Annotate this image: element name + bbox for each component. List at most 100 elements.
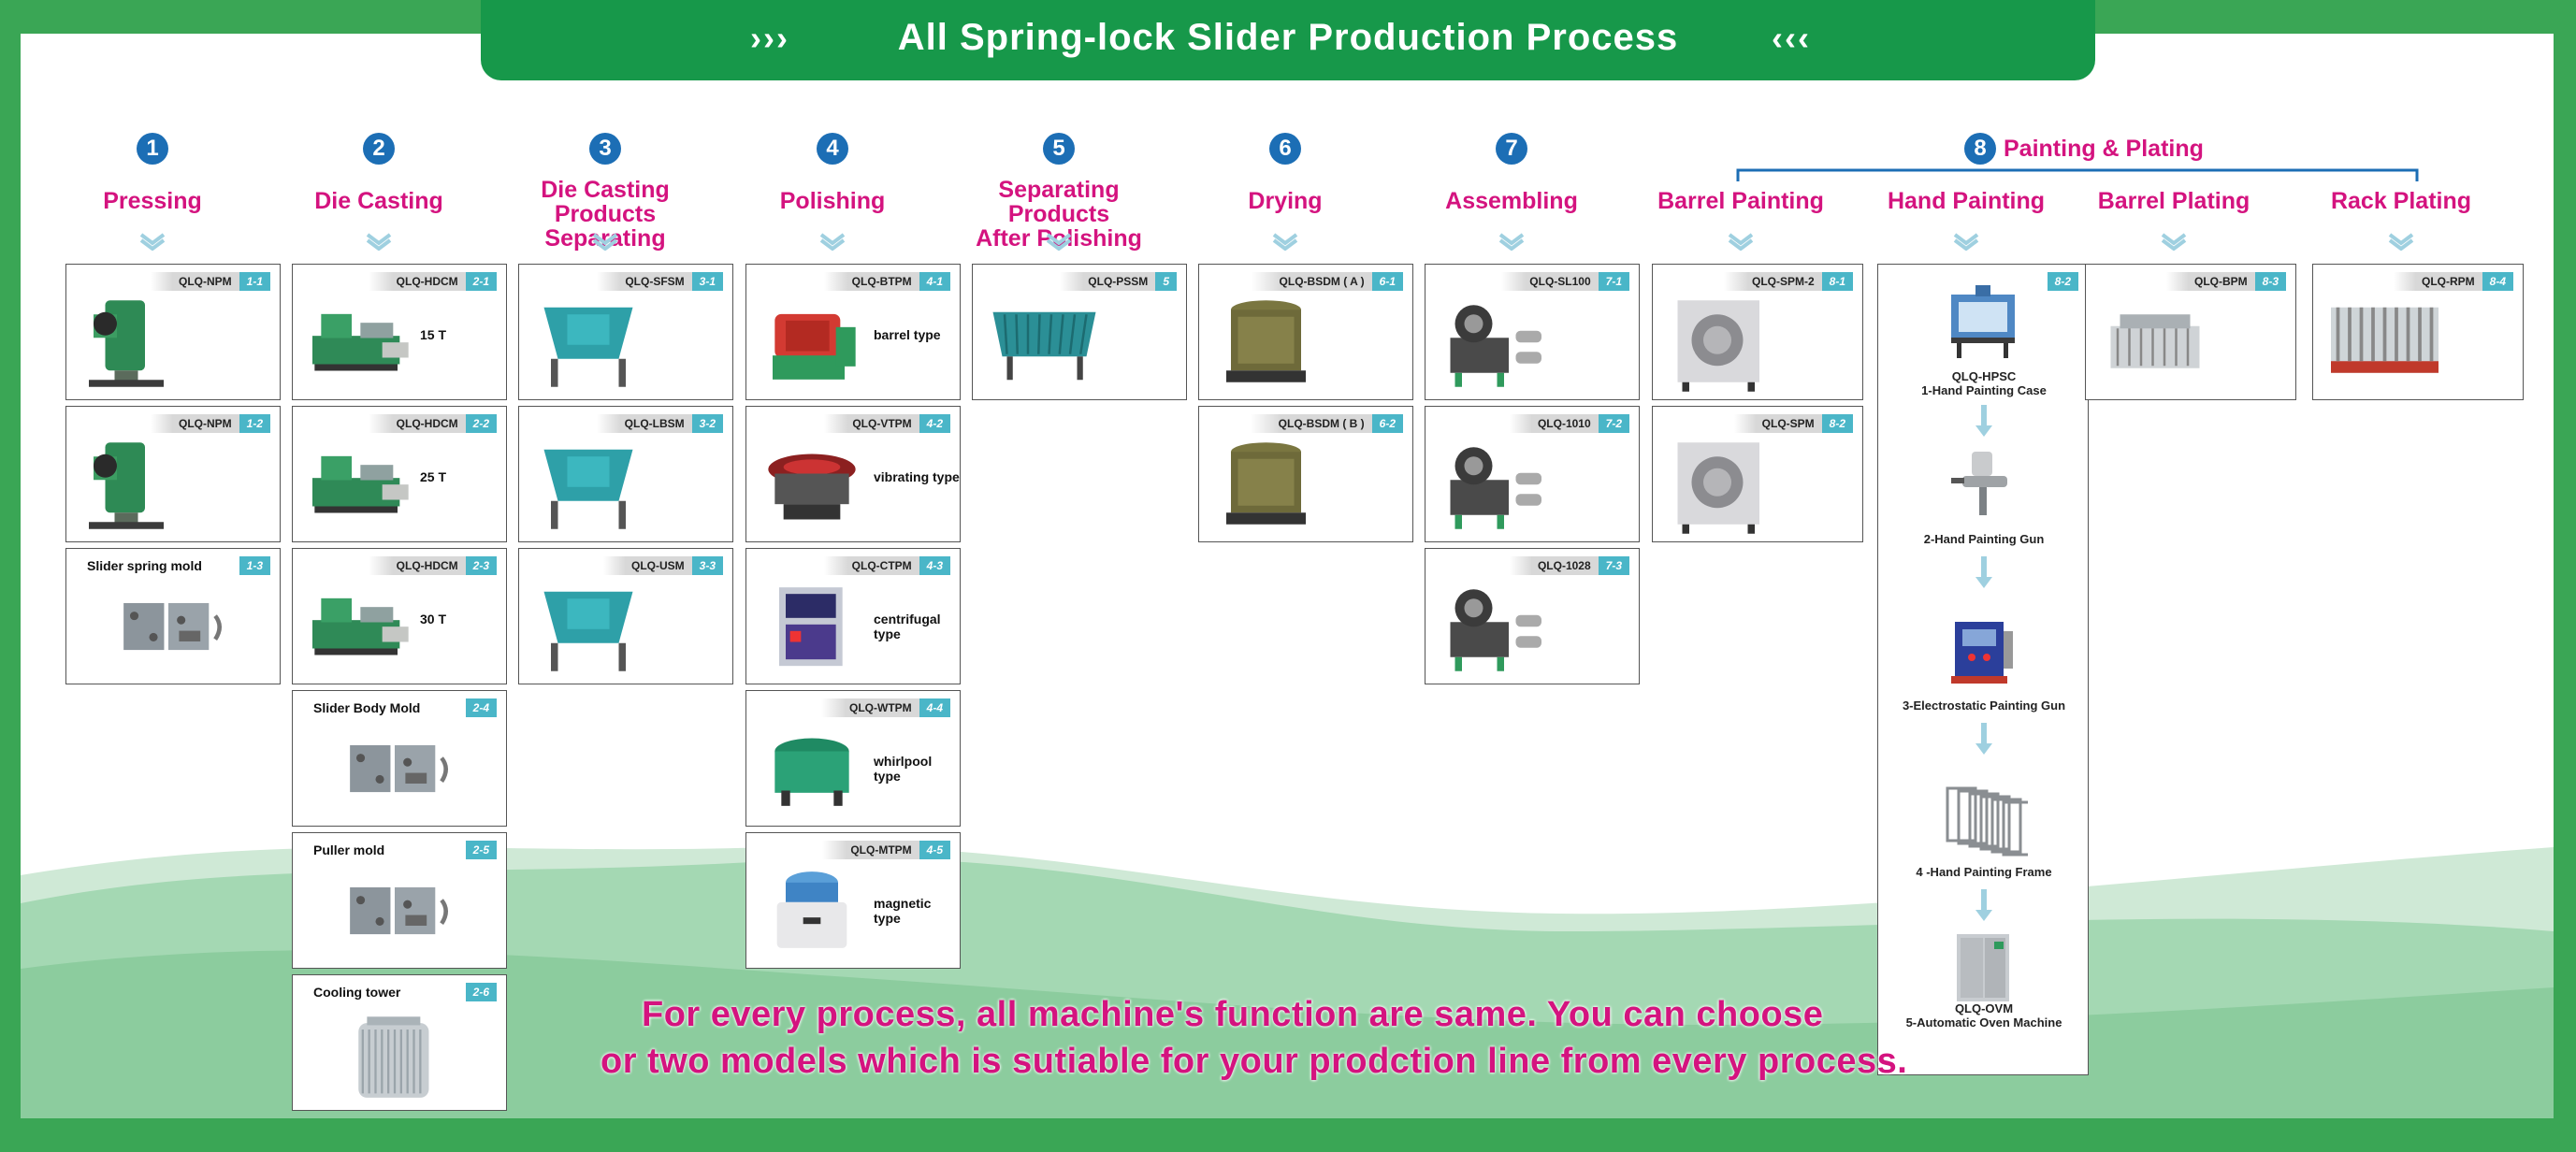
sub-step-label: Rack Plating	[2330, 188, 2472, 214]
card-title: Cooling tower	[313, 985, 401, 1000]
step-code: 8-4	[2482, 272, 2513, 291]
step-code: 7-1	[1598, 272, 1629, 291]
model-tag: QLQ-BSDM ( B )6-2	[1250, 414, 1403, 433]
step-code: 2-6	[465, 983, 497, 1001]
dryer-icon	[1226, 300, 1306, 382]
centrifugal-polisher-icon	[779, 587, 843, 667]
barrel-painting-icon	[1677, 300, 1759, 392]
painting-bracket	[1736, 168, 2419, 181]
down-chevron-icon	[2161, 233, 2187, 251]
down-chevron-icon	[1046, 233, 1072, 251]
painting-case-icon	[1951, 285, 2015, 358]
step-code: 4-5	[919, 841, 950, 859]
step-code: 2-2	[465, 414, 497, 433]
footer-line-2: or two models which is sutiable for your…	[601, 1042, 1908, 1081]
hand-painting-stage-label: 3-Electrostatic Painting Gun	[1902, 698, 2066, 713]
down-arrow-icon	[1975, 556, 1992, 588]
machine-type: centrifugal type	[874, 612, 941, 641]
step-code: 2-4	[465, 698, 497, 717]
model-number: QLQ-PSSM	[1060, 272, 1156, 291]
power-press-icon	[89, 300, 164, 387]
model-tag: 2-4	[465, 698, 497, 717]
machine-type: 25 T	[420, 469, 447, 484]
step-number-badge: 8	[1964, 133, 1996, 165]
screen-separator-icon	[992, 311, 1096, 381]
step-code: 4-2	[919, 414, 950, 433]
step-code: 3-2	[691, 414, 723, 433]
footer-line-1: For every process, all machine's functio…	[642, 995, 1824, 1034]
machine-type: 30 T	[420, 612, 447, 626]
step-code: 3-1	[691, 272, 723, 291]
model-number: QLQ-LBSM	[596, 414, 692, 433]
model-tag: 2-6	[465, 983, 497, 1001]
step-label: Assembling	[1445, 188, 1578, 214]
step-code: 3-3	[691, 556, 723, 575]
step-number-badge: 7	[1496, 133, 1527, 165]
sub-step-label: Barrel Plating	[2097, 188, 2250, 214]
step-code: 1-1	[239, 272, 270, 291]
machine-type: whirlpool type	[874, 754, 933, 784]
sub-step-label: Barrel Painting	[1657, 188, 1824, 214]
down-arrow-icon	[1975, 889, 1992, 921]
step-number-badge: 5	[1043, 133, 1075, 165]
step-label: Drying	[1248, 188, 1323, 214]
title-banner: ››› All Spring-lock Slider Production Pr…	[481, 0, 2095, 80]
chevrons-right-icon: ›››	[750, 19, 789, 57]
step-code: 8-3	[2254, 272, 2286, 291]
down-arrow-icon	[1975, 405, 1992, 437]
model-number: QLQ-BSDM ( A )	[1251, 272, 1372, 291]
step-code: 8-2	[1821, 414, 1853, 433]
hand-painting-stage-label: QLQ-HPSC 1-Hand Painting Case	[1921, 369, 2047, 397]
step-code: 5	[1155, 272, 1177, 291]
down-chevron-icon	[2388, 233, 2414, 251]
model-number: QLQ-1028	[1509, 556, 1599, 575]
step-code: 6-2	[1371, 414, 1403, 433]
step-number-badge: 3	[589, 133, 621, 165]
model-number: QLQ-BTPM	[823, 272, 919, 291]
page-title: All Spring-lock Slider Production Proces…	[897, 17, 1679, 58]
die-casting-machine-icon	[312, 598, 409, 655]
oven-icon	[1957, 934, 2009, 1001]
barrel-painting-icon	[1677, 442, 1759, 534]
step-code: 1-2	[239, 414, 270, 433]
card-title: Slider spring mold	[87, 558, 202, 573]
card-title: Puller mold	[313, 842, 385, 857]
model-number: QLQ-NPM	[150, 272, 239, 291]
step-label: Pressing	[103, 188, 202, 214]
model-number: QLQ-CTPM	[823, 556, 919, 575]
model-number: QLQ-HDCM	[368, 556, 466, 575]
step-code: 7-2	[1598, 414, 1629, 433]
dryer-icon	[1226, 442, 1306, 525]
step-code: 2-5	[465, 841, 497, 859]
vibrating-polisher-icon	[768, 454, 856, 520]
